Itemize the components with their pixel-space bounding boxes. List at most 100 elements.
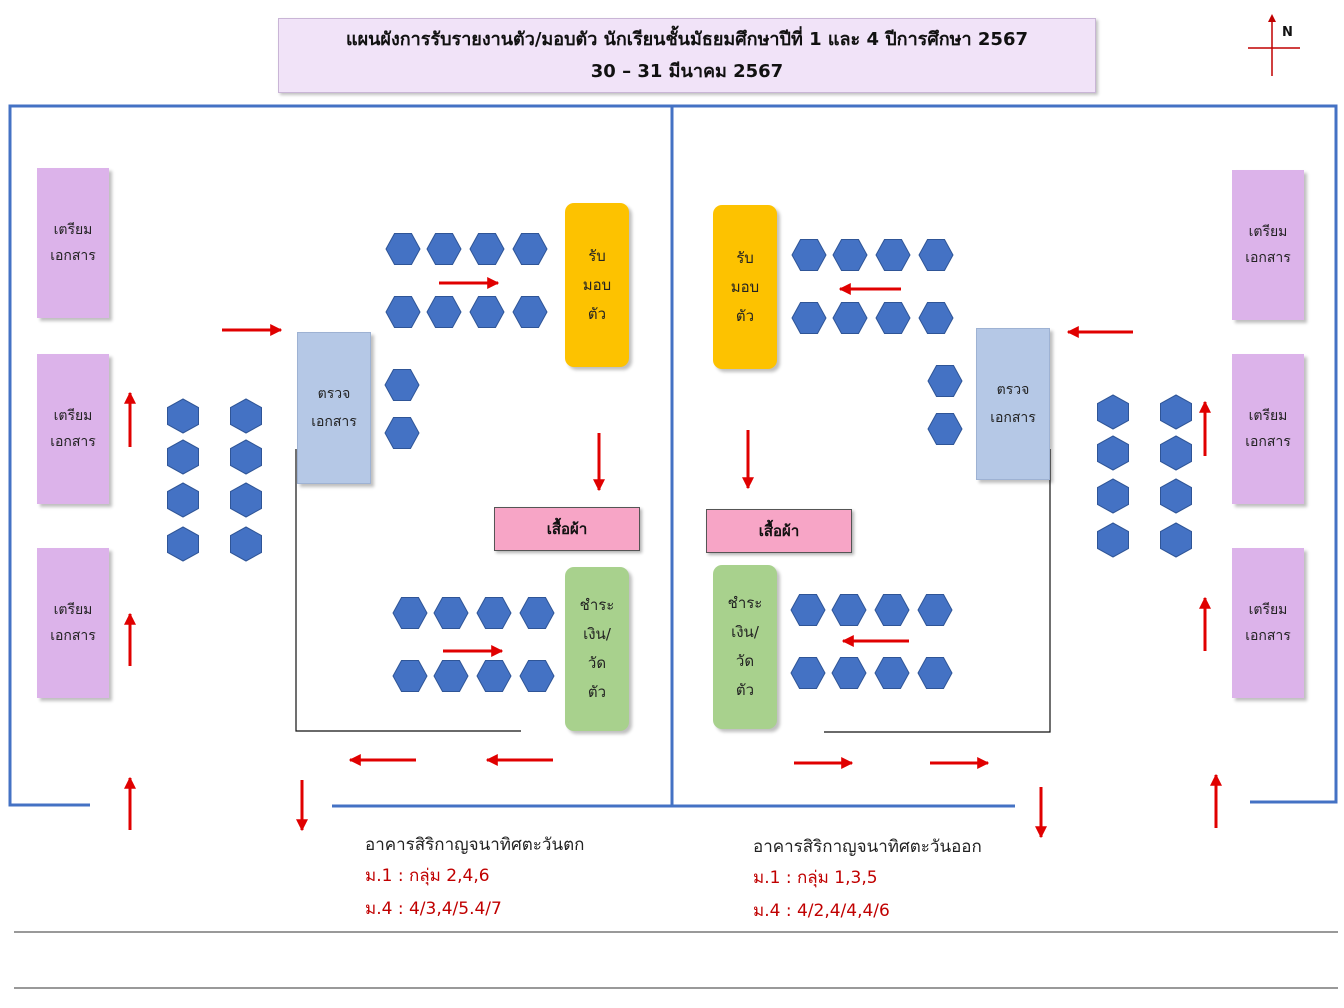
check-station-east: ตรวจ เอกสาร [976,328,1050,480]
prep-label-line1: เตรียม [1248,602,1288,618]
east-building-name: อาคารสิริกาญจนาทิศตะวันออก [753,837,982,857]
receive-label-line2: มอบ [582,275,612,294]
hexagon-seat-icon [917,594,953,626]
hexagon-seat-icon [230,439,262,475]
prep-label-line1: เตรียม [53,408,93,424]
prep-label-line1: เตรียม [1248,408,1288,424]
hexagon-seat-icon [832,302,868,334]
hexagon-seat-icon [426,233,462,265]
queue-partitions [295,449,1051,733]
receive-station-east: รับ มอบ ตัว [713,205,777,369]
prep-label-line1: เตรียม [53,602,93,618]
hexagon-seat-icon [519,660,555,692]
pay-label-line3: วัด [587,654,607,672]
east-m1-groups: ม.1 : กลุ่ม 1,3,5 [753,868,878,888]
hexagon-seat-icon [831,657,867,689]
hexagon-seat-icon [791,302,827,334]
hexagon-seat-icon [384,369,420,401]
hexagon-seat-icon [874,657,910,689]
hexagon-seat-icon [476,597,512,629]
hexagon-seat-icon [918,239,954,271]
building-walls [8,104,1338,808]
prep-label-line2: เอกสาร [1245,250,1291,266]
hexagon-seat-icon [875,302,911,334]
prep-station-west-3: เตรียม เอกสาร [37,548,109,698]
receive-label-line3: ตัว [587,304,607,323]
hexagon-seat-icon [167,398,199,434]
hexagon-seat-icon [1097,522,1129,558]
hexagon-seat-icon [167,526,199,562]
hexagon-seat-icon [1097,435,1129,471]
hexagon-seat-icon [167,439,199,475]
east-building-caption: อาคารสิริกาญจนาทิศตะวันออก ม.1 : กลุ่ม 1… [753,832,982,928]
plan-title: แผนผังการรับรายงานตัว/มอบตัว นักเรียนชั้… [278,18,1096,93]
pay-label-line1: ชำระ [579,596,615,614]
hexagon-seat-icon [230,526,262,562]
prep-label-line1: เตรียม [53,222,93,238]
hexagon-seat-icon [790,594,826,626]
prep-label-line2: เอกสาร [50,434,96,450]
hexagon-seat-icon [874,594,910,626]
hexagon-seat-icon [1160,478,1192,514]
prep-label-line2: เอกสาร [50,628,96,644]
receive-station-west: รับ มอบ ตัว [565,203,629,367]
prep-label-line1: เตรียม [1248,224,1288,240]
pay-label-line3: วัด [735,652,755,670]
hexagon-seat-icon [469,233,505,265]
east-m4-groups: ม.4 : 4/2,4/4,4/6 [753,901,890,921]
west-building-name: อาคารสิริกาญจนาทิศตะวันตก [365,835,585,855]
hexagon-seat-icon [791,239,827,271]
west-m1-groups: ม.1 : กลุ่ม 2,4,6 [365,866,490,886]
hexagon-seat-icon [1160,394,1192,430]
receive-label-line3: ตัว [735,306,755,325]
prep-station-west-2: เตรียม เอกสาร [37,354,109,504]
pay-label-line4: ตัว [735,681,755,699]
check-label-line1: ตรวจ [317,386,351,402]
hexagon-seat-icon [832,239,868,271]
receive-label-line2: มอบ [730,277,760,296]
hexagon-seat-icon [385,233,421,265]
pay-label-line1: ชำระ [727,594,763,612]
hexagon-seat-icon [167,482,199,518]
prep-station-east-1: เตรียม เอกสาร [1232,170,1304,320]
check-label-line2: เอกสาร [311,414,357,430]
hexagon-seat-icon [476,660,512,692]
hexagon-seat-icon [385,296,421,328]
pay-station-west: ชำระ เงิน/ วัด ตัว [565,567,629,731]
hexagon-seat-icon [790,657,826,689]
pay-label-line2: เงิน/ [583,625,611,643]
west-m4-groups: ม.4 : 4/3,4/5.4/7 [365,899,502,919]
hexagon-seat-icon [927,365,963,397]
prep-station-east-2: เตรียม เอกสาร [1232,354,1304,504]
hexagon-seat-icon [392,660,428,692]
hexagon-seat-icon [918,302,954,334]
check-label-line2: เอกสาร [990,410,1036,426]
hexagon-seat-icon [1097,394,1129,430]
hexagon-seat-icon [230,482,262,518]
hexagon-seat-icon [392,597,428,629]
hexagon-seat-icon [426,296,462,328]
hexagon-seat-icon [927,413,963,445]
north-compass-icon [1248,14,1300,76]
pay-label-line4: ตัว [587,683,607,701]
hexagon-seat-icon [384,417,420,449]
shirt-station-west: เสื้อผ้า [494,507,640,551]
west-building-caption: อาคารสิริกาญจนาทิศตะวันตก ม.1 : กลุ่ม 2,… [365,830,584,926]
hexagon-seat-icon [433,597,469,629]
hexagon-seat-icon [1160,522,1192,558]
hexagon-seat-icon [469,296,505,328]
hexagon-seat-icon [519,597,555,629]
shirt-station-east: เสื้อผ้า [706,509,852,553]
prep-station-west-1: เตรียม เอกสาร [37,168,109,318]
compass-label: N [1282,25,1293,40]
prep-label-line2: เอกสาร [1245,628,1291,644]
page-rules [14,931,1338,989]
hexagon-seat-icon [512,296,548,328]
hexagon-seat-icon [875,239,911,271]
check-station-west: ตรวจ เอกสาร [297,332,371,484]
prep-station-east-3: เตรียม เอกสาร [1232,548,1304,698]
hexagon-seat-icon [1097,478,1129,514]
prep-label-line2: เอกสาร [50,248,96,264]
flow-arrows [124,277,1222,839]
